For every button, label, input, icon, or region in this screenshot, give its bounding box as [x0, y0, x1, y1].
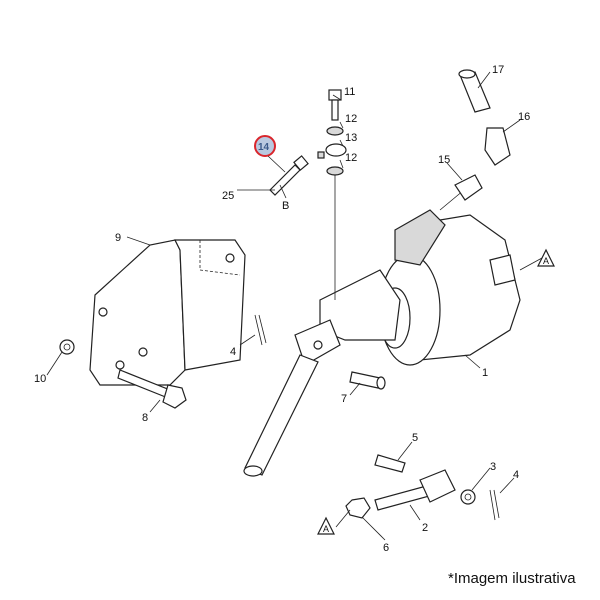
- callout-17[interactable]: 17: [492, 64, 504, 76]
- callout-2[interactable]: 2: [422, 522, 428, 534]
- callout-4[interactable]: 4: [230, 346, 236, 358]
- cylinder-part-1: [294, 209, 521, 366]
- callout-8[interactable]: 8: [142, 412, 148, 424]
- callout-14[interactable]: 14: [258, 142, 270, 153]
- callout-11[interactable]: 11: [344, 86, 355, 98]
- pin-part-7: [349, 371, 381, 389]
- callout-4-lower[interactable]: 4: [513, 469, 519, 481]
- callout-3[interactable]: 3: [490, 461, 496, 473]
- callout-a-lower[interactable]: A: [323, 524, 329, 534]
- callout-6[interactable]: 6: [383, 542, 389, 554]
- bolt-part-11: [328, 89, 342, 121]
- washer-part-12b: [326, 166, 344, 176]
- callout-b[interactable]: B: [282, 200, 289, 212]
- callout-7[interactable]: 7: [341, 393, 347, 405]
- callout-25[interactable]: 25: [222, 190, 234, 202]
- callout-12-lower[interactable]: 12: [345, 152, 357, 164]
- reference-marker-a: [537, 248, 555, 267]
- callout-13[interactable]: 13: [345, 132, 357, 144]
- clevis: [419, 469, 456, 503]
- fitting-part-14: [269, 151, 325, 196]
- washer-part-10: [59, 339, 75, 355]
- callout-a[interactable]: A: [543, 256, 549, 266]
- illustrative-image-note: *Imagem ilustrativa: [448, 570, 576, 587]
- callout-16[interactable]: 16: [518, 111, 530, 123]
- washer-part-3: [460, 489, 476, 505]
- highlight-circle-14: [254, 135, 276, 157]
- push-rod: [244, 354, 319, 476]
- bracket-part-9: [89, 239, 246, 386]
- fitting-part-15: [454, 174, 483, 201]
- leader-lines: [46, 71, 543, 541]
- washer-part-12: [326, 126, 344, 136]
- pin-part-5: [374, 454, 406, 473]
- banjo-part-13: [325, 143, 347, 157]
- connector-part-16: [484, 127, 511, 166]
- callout-10[interactable]: 10: [34, 373, 46, 385]
- callout-9[interactable]: 9: [115, 232, 121, 244]
- callout-1[interactable]: 1: [482, 367, 488, 379]
- clip-part-4: [254, 314, 267, 346]
- nut-part-6: [345, 497, 371, 519]
- clip-part-4b: [489, 489, 500, 521]
- callout-12[interactable]: 12: [345, 113, 357, 125]
- callout-15[interactable]: 15: [438, 154, 450, 166]
- reference-marker-a-lower: [317, 516, 335, 535]
- callout-5[interactable]: 5: [412, 432, 418, 444]
